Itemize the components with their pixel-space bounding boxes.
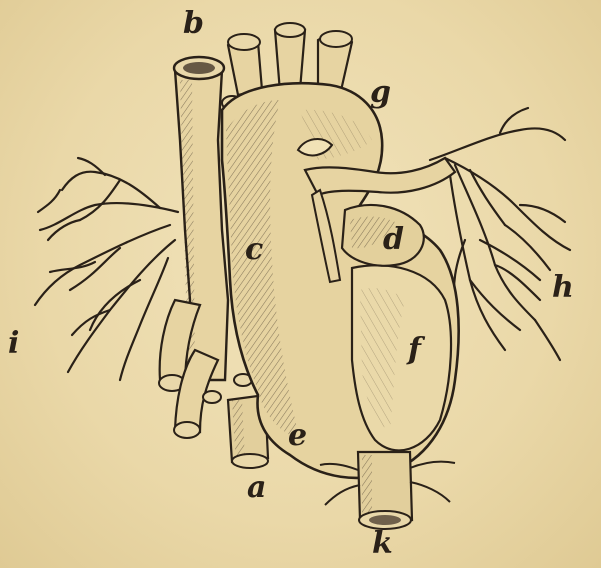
label-k: k (372, 526, 393, 561)
label-a: a (247, 470, 266, 505)
label-i: i (8, 326, 19, 361)
label-e: e (288, 418, 307, 453)
label-d: d (383, 222, 404, 257)
label-h: h (552, 270, 574, 305)
label-g: g (370, 75, 391, 110)
label-f: f (408, 332, 421, 367)
label-c: c (245, 232, 263, 267)
left-pulmonary-branches (35, 158, 178, 380)
label-b: b (183, 6, 204, 41)
